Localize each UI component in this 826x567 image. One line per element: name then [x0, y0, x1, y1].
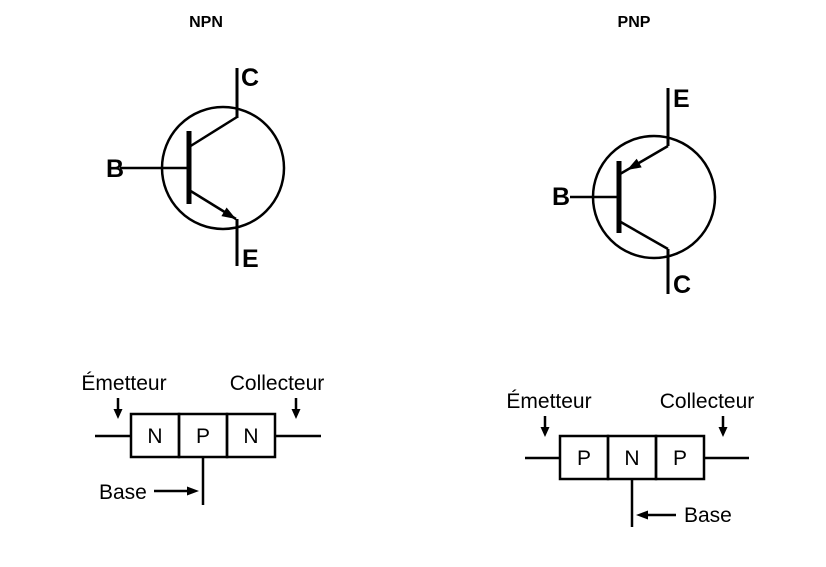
pnp-title: PNP	[618, 14, 651, 31]
pnp-base-label: B	[552, 183, 570, 211]
pnp-block-emitter-label: Émetteur	[506, 390, 591, 413]
npn-block-emitter-label: Émetteur	[81, 372, 166, 395]
pnp-block-collector-label: Collecteur	[660, 390, 755, 413]
npn-block-letter-3: N	[243, 425, 258, 448]
npn-emitter-label: E	[242, 245, 259, 273]
pnp-base-pointer-arrowhead	[636, 510, 648, 520]
npn-base-label: B	[106, 155, 124, 183]
npn-base-pointer-arrowhead	[187, 486, 199, 496]
pnp-block-letter-3: P	[673, 447, 687, 470]
pnp-collector-diagonal	[618, 219, 669, 251]
npn-block-letter-2: P	[196, 425, 210, 448]
pnp-block-diagram: Émetteur Collecteur P N P Base	[506, 390, 754, 527]
npn-block-base-label: Base	[99, 481, 147, 504]
pnp-emitter-arrowhead	[627, 158, 642, 170]
pnp-emitter-label: E	[673, 85, 690, 113]
pnp-transistor-symbol: E B C	[552, 85, 717, 299]
npn-transistor-symbol: C B E	[106, 64, 286, 273]
pnp-block-letter-1: P	[577, 447, 591, 470]
npn-collector-label: C	[241, 64, 259, 92]
pnp-section: PNP E B C Émetteur Collecteur	[506, 14, 754, 527]
npn-section: NPN C B E Émetteur Collecteur	[81, 14, 324, 505]
npn-emitter-pointer-arrowhead	[113, 409, 123, 419]
pnp-block-letter-2: N	[624, 447, 639, 470]
npn-collector-diagonal	[188, 115, 238, 149]
npn-title: NPN	[189, 14, 223, 31]
npn-block-letter-1: N	[147, 425, 162, 448]
pnp-collector-pointer-arrowhead	[718, 427, 728, 437]
pnp-collector-label: C	[673, 271, 691, 299]
npn-collector-pointer-arrowhead	[291, 409, 301, 419]
npn-emitter-arrowhead	[221, 207, 236, 219]
npn-block-diagram: Émetteur Collecteur N P N Base	[81, 372, 324, 505]
npn-block-collector-label: Collecteur	[230, 372, 325, 395]
pnp-block-base-label: Base	[684, 504, 732, 527]
pnp-emitter-pointer-arrowhead	[540, 427, 550, 437]
